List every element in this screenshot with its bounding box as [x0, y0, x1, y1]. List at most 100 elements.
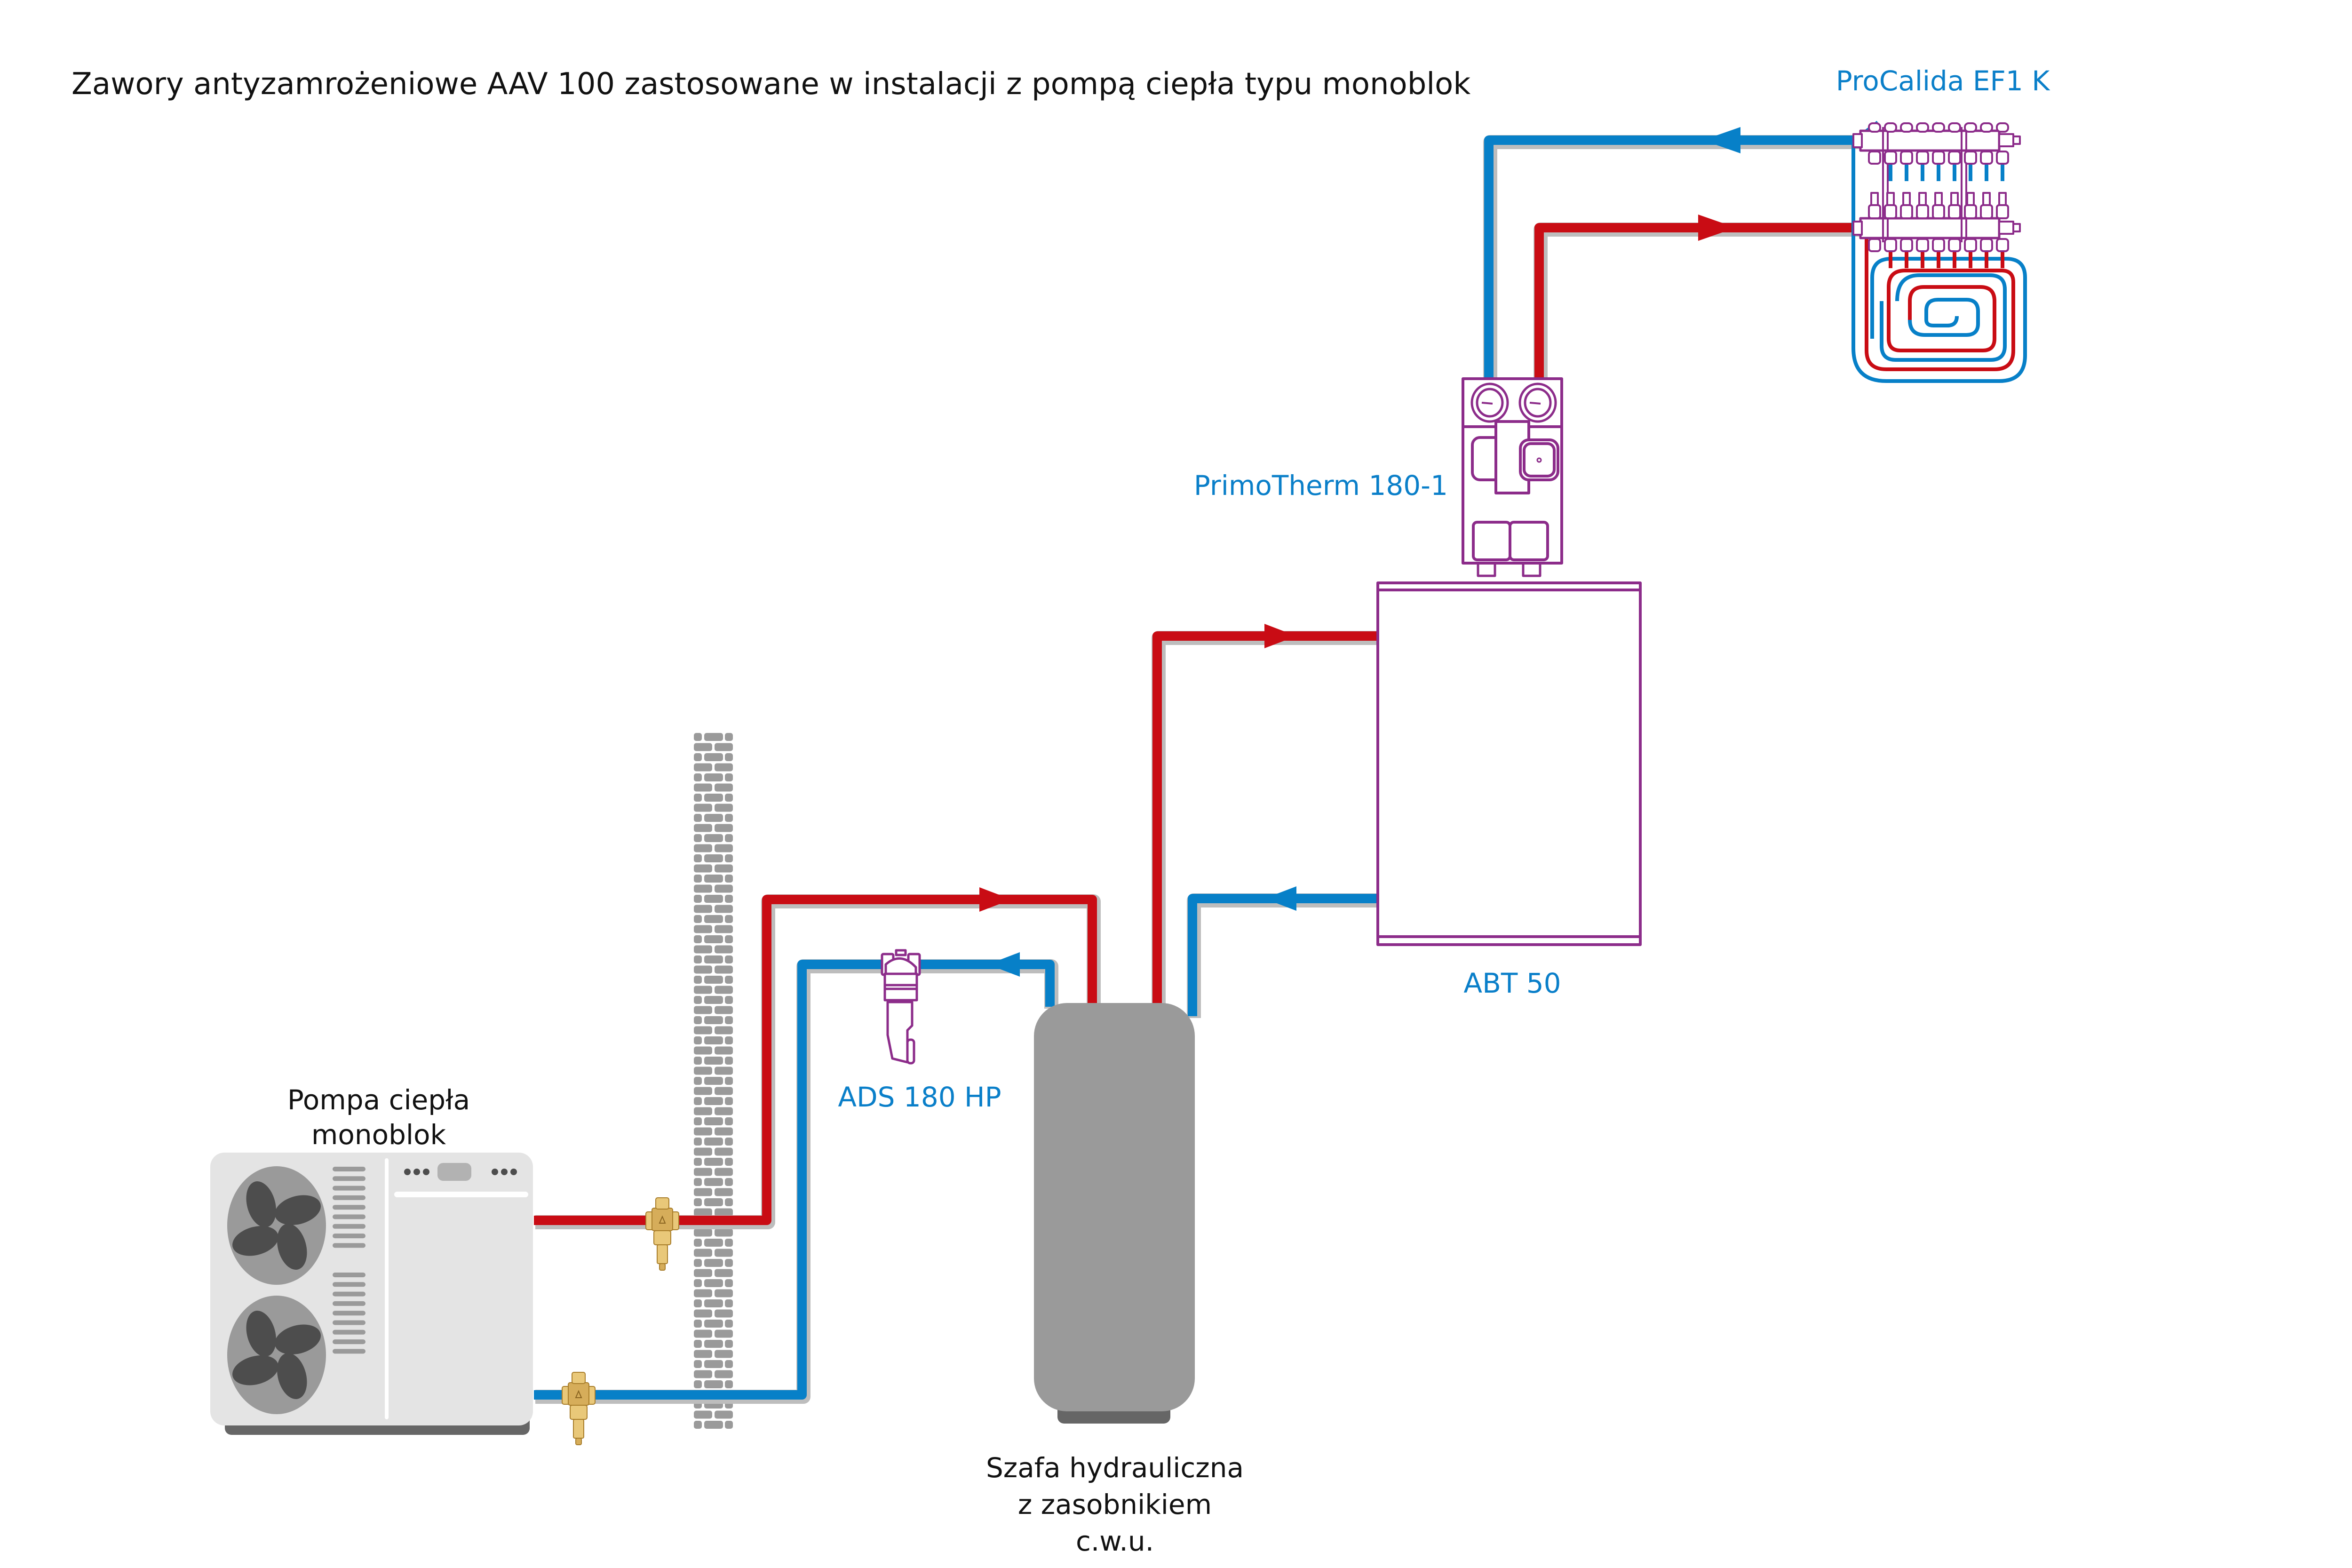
brick [715, 925, 733, 933]
flow-meter-body [1868, 204, 1881, 219]
brick [694, 1168, 712, 1176]
brick [725, 895, 733, 903]
flow-meter-body [1964, 204, 1977, 219]
brick [694, 1269, 712, 1277]
manifold-outlet [1980, 238, 1993, 252]
manifold-valve-cap [1932, 122, 1945, 133]
brick [715, 1269, 733, 1277]
brick [704, 1057, 723, 1065]
flow-meter [1950, 192, 1959, 207]
brick [694, 1016, 702, 1024]
brick [715, 1350, 733, 1358]
brick [704, 1320, 723, 1328]
brick [725, 1380, 733, 1388]
brick [704, 733, 723, 741]
brick [694, 986, 712, 994]
brick [694, 1340, 702, 1348]
brick [725, 1158, 733, 1166]
pump-group-icon [1462, 377, 1563, 577]
thermometer-gauge-icon [1470, 382, 1509, 423]
flow-arrow-supply-3 [1698, 215, 1736, 241]
brick [715, 1006, 733, 1014]
brick [694, 1350, 712, 1358]
brick [715, 864, 733, 873]
cabinet-label-line2: z zasobnikiem [1018, 1488, 1212, 1520]
brick [704, 1016, 723, 1024]
vent-slat [333, 1301, 366, 1306]
return-pipe-buffer-cabinet [1187, 893, 1379, 1018]
supply-pipe-pumpgroup-manifold [1534, 223, 1864, 383]
flow-meter-body [1948, 204, 1961, 219]
brick [715, 1370, 733, 1378]
brick [694, 854, 702, 862]
flow-meter-body [1900, 204, 1913, 219]
brick [715, 1127, 733, 1136]
brick [694, 1198, 702, 1206]
diagram-title: Zawory antyzamrożeniowe AAV 100 zastosow… [72, 67, 1470, 102]
cabinet-label-line3: c.w.u. [1076, 1525, 1154, 1557]
pump-group-label: PrimoTherm 180-1 [1194, 470, 1448, 501]
brick [694, 1097, 702, 1105]
brick [704, 834, 723, 842]
manifold-outlet [1916, 151, 1929, 165]
brick [704, 1279, 723, 1287]
brick [694, 1320, 702, 1328]
flow-meter [1966, 192, 1975, 207]
filter-label: ADS 180 HP [838, 1081, 1001, 1113]
brick [694, 1380, 702, 1388]
brick [694, 875, 702, 883]
fan-icon [227, 1296, 326, 1414]
brick [725, 1057, 733, 1065]
manifold-outlet [1868, 238, 1881, 252]
buffer-tank-icon [1376, 581, 1642, 946]
brick [704, 955, 723, 963]
manifold-valve-cap [1996, 122, 2009, 133]
brick [725, 773, 733, 781]
brick [694, 955, 702, 963]
brick [704, 1117, 723, 1125]
flow-meter [1886, 192, 1895, 207]
brick [725, 1421, 733, 1429]
brick [694, 844, 712, 852]
flow-meter-body [1980, 204, 1993, 219]
underfloor-coil-icon [1851, 120, 2027, 383]
thermometer-gauge-icon [1518, 382, 1557, 423]
vent-slat [333, 1320, 366, 1325]
vent-slat [333, 1224, 366, 1229]
brick [694, 1208, 712, 1217]
brick [694, 763, 712, 772]
flow-arrow-return-3 [1703, 127, 1740, 153]
brick [725, 1036, 733, 1044]
brick [704, 854, 723, 862]
brick [715, 1067, 733, 1075]
brick [725, 1077, 733, 1085]
brick [694, 864, 712, 873]
flow-meter-body [1884, 204, 1897, 219]
indicator-dots [404, 1169, 517, 1175]
flow-meter [1982, 192, 1991, 207]
flow-arrow-supply-1 [979, 887, 1011, 912]
brick [694, 1127, 712, 1136]
brick [694, 783, 712, 792]
brick [694, 1228, 712, 1237]
manifold-valve-cap [1900, 122, 1913, 133]
brick [725, 814, 733, 822]
brick [694, 753, 702, 761]
brick [694, 925, 712, 933]
heat-pump-label-line1: Pompa ciepła [287, 1084, 470, 1116]
brick [704, 1380, 723, 1388]
brick [715, 1147, 733, 1156]
brick [725, 854, 733, 862]
brick [694, 1046, 712, 1055]
manifold-outlet [1948, 151, 1961, 165]
supply-pipe-heatpump-cabinet [534, 894, 1101, 1229]
antifreeze-valve-icon [562, 1372, 596, 1445]
brick [694, 1067, 712, 1075]
brick [704, 976, 723, 984]
brick [715, 1168, 733, 1176]
brick [694, 1147, 712, 1156]
brick [694, 814, 702, 822]
brick [715, 783, 733, 792]
brick [715, 824, 733, 832]
